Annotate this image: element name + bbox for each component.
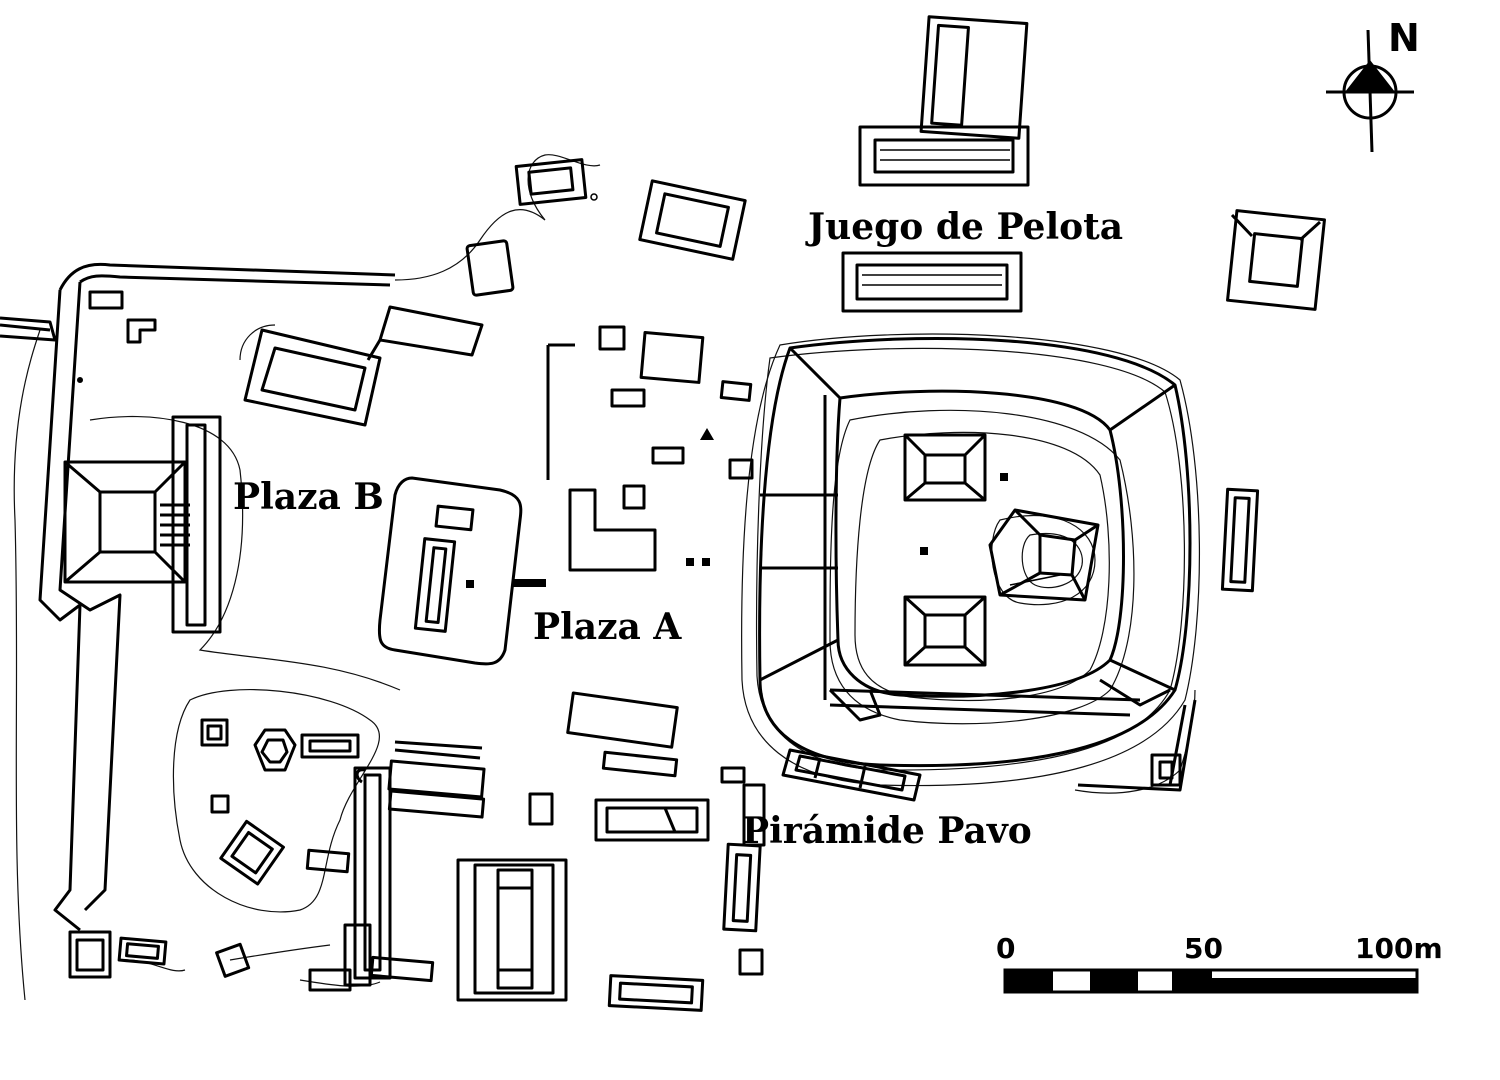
south-structures bbox=[68, 691, 766, 1012]
north-label: N bbox=[1388, 16, 1420, 60]
label-juego-de-pelota: Juego de Pelota bbox=[808, 206, 1124, 248]
scale-tick-50: 50 bbox=[1184, 932, 1223, 965]
scale-tick-0: 0 bbox=[996, 932, 1016, 965]
plaza-a-structures bbox=[239, 305, 754, 666]
main-pyramid bbox=[758, 336, 1192, 768]
label-piramide-pavo: Pirámide Pavo bbox=[742, 810, 1032, 852]
north-arrow-icon bbox=[1326, 29, 1414, 153]
scale-tick-100m: 100m bbox=[1355, 932, 1443, 965]
plaza-b-temple bbox=[63, 415, 222, 634]
causeway-and-wall bbox=[0, 262, 396, 932]
label-plaza-b: Plaza B bbox=[233, 476, 384, 518]
label-plaza-a: Plaza A bbox=[533, 606, 682, 648]
north-structures bbox=[465, 15, 1326, 313]
east-structures bbox=[781, 487, 1260, 802]
scale-bar bbox=[1003, 968, 1419, 994]
